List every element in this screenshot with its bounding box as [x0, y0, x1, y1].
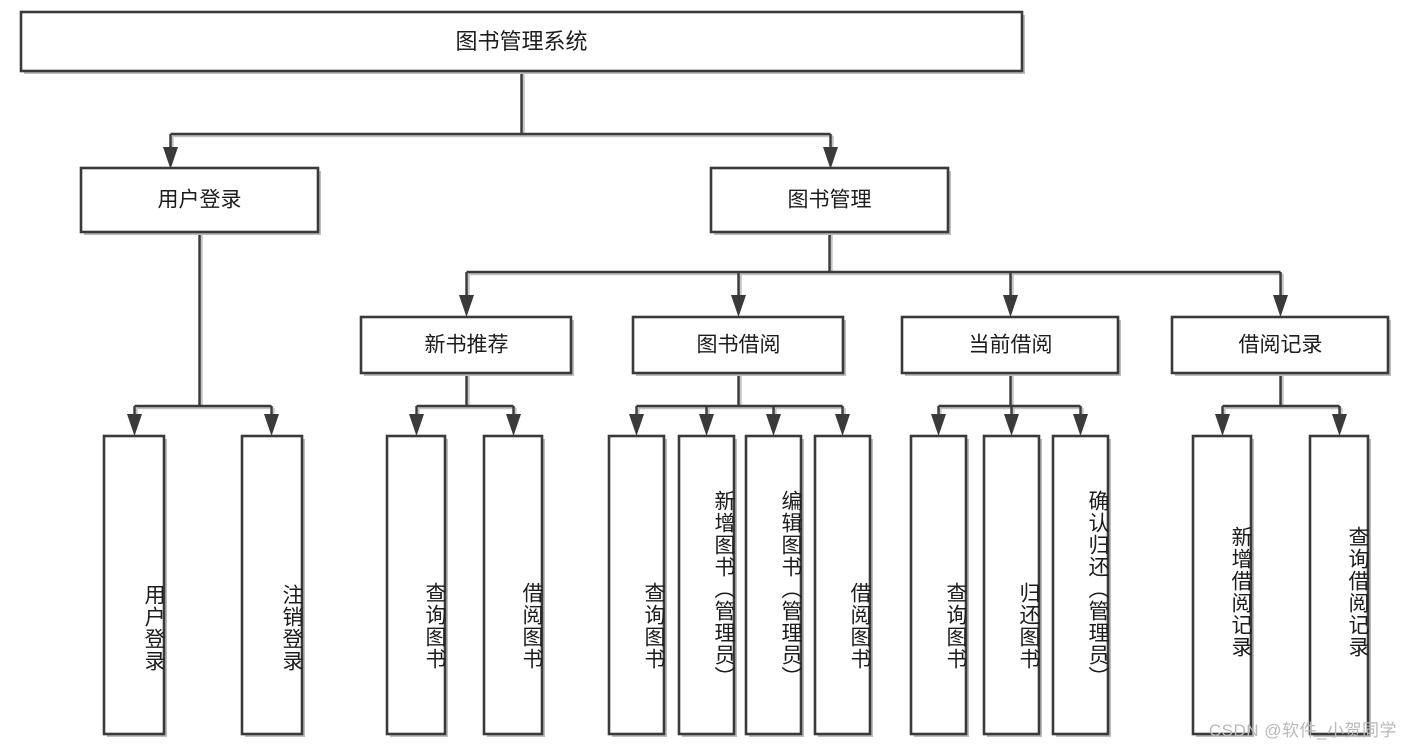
arrow-head-icon — [506, 414, 521, 436]
connector-userlogin-to-leaves — [127, 232, 279, 436]
box-outline — [79, 166, 320, 234]
connector-layer — [127, 71, 1347, 436]
arrow-head-icon — [1004, 414, 1019, 436]
node-leaf-borrow-book-1[interactable] — [482, 434, 545, 737]
box-outline — [982, 434, 1041, 736]
node-leaf-logout[interactable] — [240, 434, 305, 737]
node-new-book-recommend[interactable]: 新书推荐 — [359, 315, 574, 376]
connector-root-to-level1 — [163, 71, 838, 169]
connector-newbook-to-leaves — [409, 373, 521, 436]
node-leaf-query-book-1[interactable] — [385, 434, 448, 737]
arrow-head-icon — [1273, 295, 1288, 317]
box-outline — [240, 434, 304, 736]
arrow-head-icon — [127, 414, 142, 436]
arrow-head-icon — [163, 147, 178, 169]
node-leaf-user-login[interactable] — [102, 434, 167, 737]
node-leaf-borrow-book-2[interactable] — [813, 434, 873, 737]
node-leaf-edit-book[interactable] — [744, 434, 804, 737]
box-outline — [709, 166, 950, 234]
node-leaf-confirm-return[interactable] — [1051, 434, 1111, 737]
box-outline — [813, 434, 872, 736]
node-book-borrow[interactable]: 图书借阅 — [631, 315, 846, 376]
node-current-borrow[interactable]: 当前借阅 — [900, 315, 1121, 376]
node-root[interactable]: 图书管理系统 — [19, 10, 1025, 74]
arrow-head-icon — [264, 414, 279, 436]
box-outline — [1191, 434, 1253, 736]
box-outline — [909, 434, 968, 736]
box-outline — [1051, 434, 1110, 736]
connector-currentborrow-to-leaves — [931, 373, 1088, 436]
arrow-head-icon — [823, 147, 838, 169]
node-leaf-query-book-2[interactable] — [607, 434, 667, 737]
box-outline — [359, 315, 573, 375]
arrow-head-icon — [835, 414, 850, 436]
node-leaf-return-book[interactable] — [982, 434, 1042, 737]
box-outline — [19, 10, 1024, 73]
node-new-book-recommend-label: 新书推荐 — [425, 334, 509, 357]
node-borrow-records-label: 借阅记录 — [1239, 334, 1323, 357]
arrow-head-icon — [629, 414, 644, 436]
arrow-head-icon — [699, 414, 714, 436]
node-leaf-query-record[interactable] — [1308, 434, 1371, 737]
arrow-head-icon — [459, 295, 474, 317]
node-book-management[interactable]: 图书管理 — [709, 166, 951, 235]
box-outline — [482, 434, 544, 736]
node-user-login[interactable]: 用户登录 — [79, 166, 321, 235]
arrow-head-icon — [1215, 414, 1230, 436]
arrow-head-icon — [1073, 414, 1088, 436]
node-layer: 图书管理系统 用户登录 图书管理 新书推荐 — [19, 10, 1391, 737]
node-leaf-query-book-3[interactable] — [909, 434, 969, 737]
box-outline — [607, 434, 666, 736]
box-outline — [677, 434, 736, 736]
arrow-head-icon — [731, 295, 746, 317]
node-book-management-label: 图书管理 — [788, 189, 872, 212]
connector-bookborrow-to-leaves — [629, 373, 850, 436]
arrow-head-icon — [1003, 295, 1018, 317]
box-outline — [744, 434, 803, 736]
box-outline — [631, 315, 845, 375]
node-borrow-records[interactable]: 借阅记录 — [1170, 315, 1391, 376]
node-leaf-add-book[interactable] — [677, 434, 737, 737]
box-outline — [385, 434, 447, 736]
node-user-login-label: 用户登录 — [158, 189, 242, 212]
node-current-borrow-label: 当前借阅 — [969, 334, 1053, 357]
arrow-head-icon — [931, 414, 946, 436]
csdn-watermark: CSDN @软件_小贺同学 — [1208, 721, 1397, 740]
node-leaf-add-record[interactable] — [1191, 434, 1254, 737]
connector-bookmgmt-to-level2 — [459, 232, 1288, 317]
arrow-head-icon — [1332, 414, 1347, 436]
box-outline — [900, 315, 1120, 375]
box-outline — [102, 434, 166, 736]
node-book-borrow-label: 图书借阅 — [697, 334, 781, 357]
connector-borrowrecords-to-leaves — [1215, 373, 1347, 436]
arrow-head-icon — [766, 414, 781, 436]
box-outline — [1170, 315, 1390, 375]
arrow-head-icon — [409, 414, 424, 436]
node-root-label: 图书管理系统 — [455, 29, 587, 54]
box-outline — [1308, 434, 1370, 736]
